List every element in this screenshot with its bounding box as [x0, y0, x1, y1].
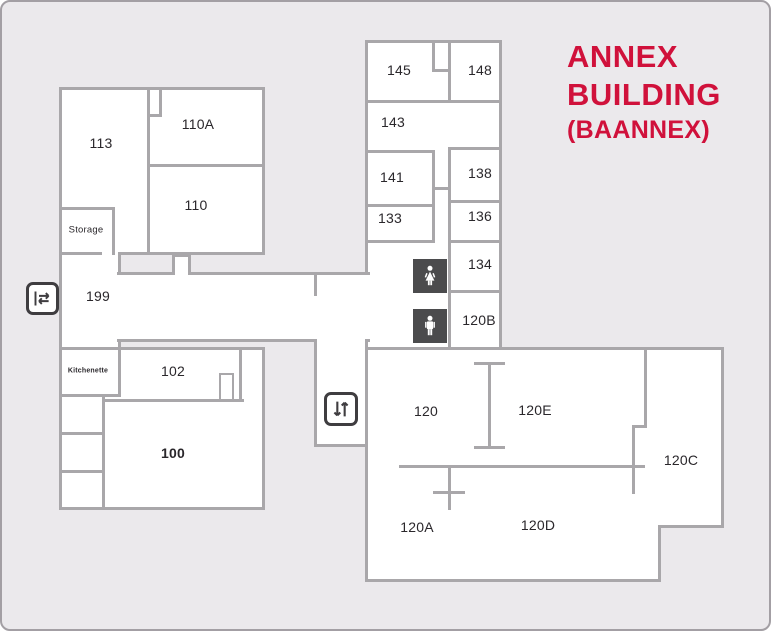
wall-segment — [147, 114, 162, 117]
wall-segment — [365, 150, 435, 153]
wall-segment — [59, 432, 105, 435]
room-label-110: 110 — [184, 197, 208, 213]
room-label-120C: 120C — [663, 452, 699, 468]
room-label-136: 136 — [468, 208, 492, 224]
room-label-kitchenette: Kitchenette — [67, 367, 109, 375]
mens-restroom-icon — [413, 309, 447, 343]
title-line-3: (BAANNEX) — [567, 116, 710, 144]
wall-segment — [432, 187, 451, 190]
wall-segment — [632, 425, 647, 428]
wall-segment — [474, 362, 505, 365]
wall-segment — [432, 69, 451, 72]
room-label-storage: Storage — [68, 224, 104, 236]
corridor-main — [117, 272, 370, 342]
room-label-110A: 110A — [181, 116, 215, 132]
room-label-120B: 120B — [462, 312, 496, 328]
wall-segment — [59, 207, 114, 210]
title-line-2: BUILDING — [567, 77, 721, 112]
wall-segment — [59, 252, 102, 255]
wall-segment — [59, 470, 105, 473]
corridor-199 — [59, 252, 121, 348]
title-line-1: ANNEX — [567, 39, 679, 74]
wall-segment — [147, 87, 150, 252]
womens-restroom-icon — [413, 259, 447, 293]
building-notch — [658, 525, 724, 582]
wall-segment — [159, 87, 162, 117]
wall-segment — [365, 204, 435, 207]
wall-segment — [102, 394, 105, 510]
room-label-148: 148 — [468, 62, 492, 78]
closet — [219, 373, 234, 399]
wall-segment — [314, 272, 317, 296]
corridor-alcove — [172, 254, 191, 275]
wall-segment — [488, 362, 491, 449]
room-label-120A: 120A — [400, 519, 434, 535]
wall-segment — [239, 347, 242, 402]
wall-segment — [644, 347, 647, 428]
room-label-145: 145 — [387, 62, 411, 78]
wall-segment — [102, 399, 244, 402]
wall-segment — [432, 40, 435, 72]
wall-segment — [365, 240, 435, 243]
wall-segment — [448, 465, 451, 510]
wall-segment — [448, 200, 502, 203]
room-label-134: 134 — [468, 256, 492, 272]
wall-segment — [365, 100, 502, 103]
wall-segment — [448, 290, 502, 293]
room-label-138: 138 — [468, 165, 492, 181]
wing-northwest — [59, 87, 265, 255]
wall-segment — [448, 147, 451, 350]
wall-segment — [433, 491, 465, 494]
room-label-102: 102 — [161, 363, 185, 379]
wall-segment — [59, 394, 121, 397]
wall-segment — [399, 465, 645, 468]
building-title: ANNEX BUILDING (BAANNEX) — [567, 38, 721, 147]
room-label-120D: 120D — [520, 517, 556, 533]
room-label-100: 100 — [161, 445, 185, 461]
wall-segment — [112, 207, 115, 255]
room-label-113: 113 — [89, 135, 113, 151]
room-label-133: 133 — [378, 210, 402, 226]
entrance-exit-icon — [26, 282, 59, 315]
elevator-icon — [324, 392, 358, 426]
room-label-120: 120 — [414, 403, 438, 419]
wall-segment — [118, 347, 121, 397]
wall-segment — [632, 425, 635, 494]
wall-segment — [474, 446, 505, 449]
corridor-elevator-lobby — [314, 339, 368, 447]
room-label-143: 143 — [381, 114, 405, 130]
room-label-120E: 120E — [518, 402, 552, 418]
room-label-199: 199 — [86, 288, 110, 304]
wall-segment — [448, 147, 502, 150]
wall-segment — [432, 150, 435, 242]
wall-segment — [147, 164, 265, 167]
room-label-141: 141 — [380, 169, 404, 185]
wall-segment — [448, 240, 502, 243]
